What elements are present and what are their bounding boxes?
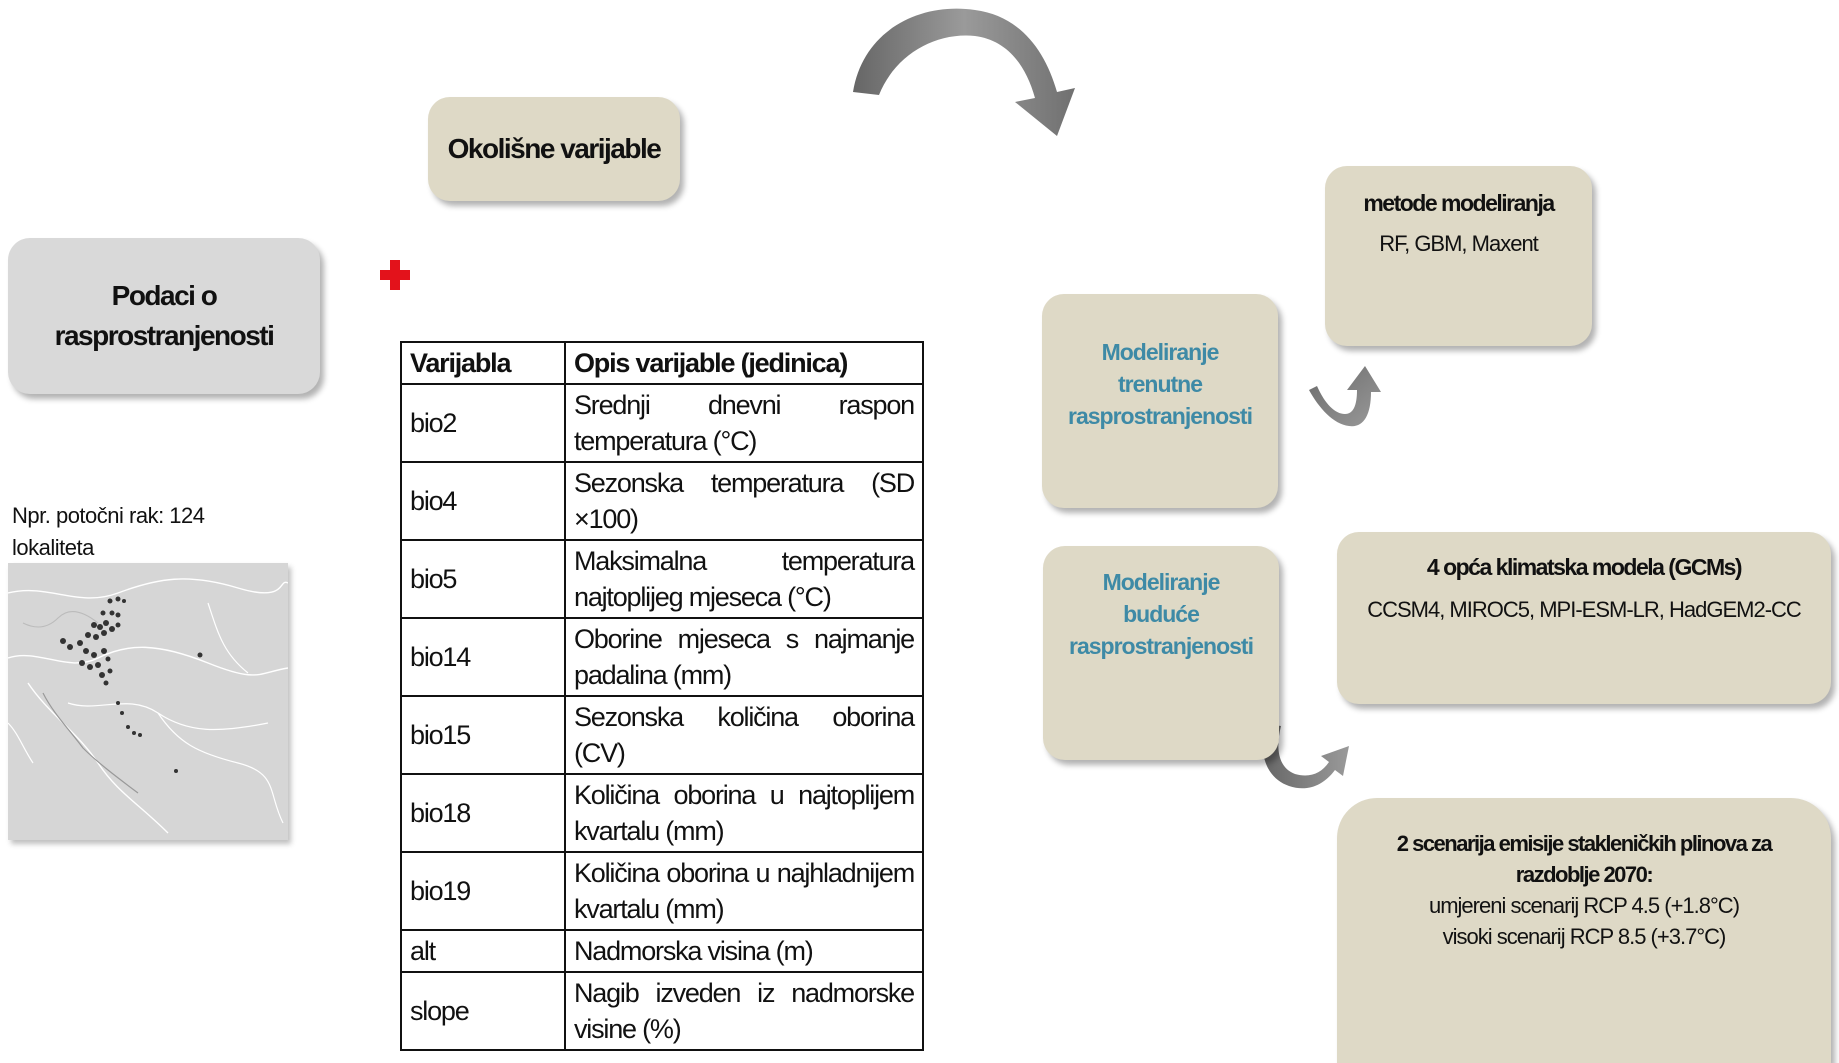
- variable-description: Maksimalna temperatura najtoplijeg mjese…: [564, 539, 924, 619]
- future-distribution-modelling-box: Modeliranje buduće rasprostranjenosti: [1043, 546, 1279, 760]
- variable-code: bio19: [400, 851, 566, 931]
- modelling-methods-title: metode modeliranja: [1363, 190, 1555, 216]
- variable-code: bio15: [400, 695, 566, 775]
- current-modelling-line2: trenutne: [1118, 371, 1203, 397]
- table-header-row: Varijabla Opis varijable (jedinica): [400, 341, 924, 385]
- table-row: bio5 Maksimalna temperatura najtoplijeg …: [400, 539, 924, 619]
- example-label-line1: Npr. potočni rak: 124: [12, 503, 205, 528]
- variable-description: Nadmorska visina (m): [564, 929, 924, 973]
- variable-description: Količina oborina u najtoplijem kvartalu …: [564, 773, 924, 853]
- variable-code: alt: [400, 929, 566, 973]
- future-modelling-line1: Modeliranje: [1102, 569, 1221, 595]
- emission-scenario-box: 2 scenarija emisije stakleničkih plinova…: [1337, 798, 1831, 1063]
- variable-description: Srednji dnevni raspon temperatura (°C): [564, 383, 924, 463]
- future-modelling-line2: buduće: [1123, 601, 1200, 627]
- variable-description: Sezonska količina oborina (CV): [564, 695, 924, 775]
- gcm-title: 4 opća klimatska modela (GCMs): [1426, 554, 1743, 580]
- table-row: bio4 Sezonska temperatura (SD ×100): [400, 461, 924, 541]
- distribution-data-title-line2: rasprostranjenosti: [54, 320, 275, 351]
- environmental-variables-box: Okolišne varijable: [428, 97, 680, 201]
- variables-table: Varijabla Opis varijable (jedinica) bio2…: [400, 341, 924, 1051]
- curved-arrow-icon: [1262, 724, 1349, 789]
- table-row: bio2 Srednji dnevni raspon temperatura (…: [400, 383, 924, 463]
- current-modelling-line1: Modeliranje: [1101, 339, 1220, 365]
- variable-code: bio5: [400, 539, 566, 619]
- modelling-methods-list: RF, GBM, Maxent: [1379, 231, 1539, 256]
- variable-code: bio14: [400, 617, 566, 697]
- example-label: Npr. potočni rak: 124 lokaliteta: [12, 500, 212, 564]
- example-label-line2: lokaliteta: [12, 535, 94, 560]
- environmental-variables-title: Okolišne varijable: [447, 133, 662, 164]
- current-modelling-line3: rasprostranjenosti: [1068, 403, 1253, 429]
- header-variable: Varijabla: [400, 341, 566, 385]
- variable-code: bio18: [400, 773, 566, 853]
- header-description: Opis varijable (jedinica): [564, 341, 924, 385]
- gcm-models: CCSM4, MIROC5, MPI-ESM-LR, HadGEM2-CC: [1367, 597, 1802, 622]
- gcm-box: 4 opća klimatska modela (GCMs) CCSM4, MI…: [1337, 532, 1831, 704]
- variable-description: Nagib izveden iz nadmorske visine (%): [564, 971, 924, 1051]
- current-distribution-modelling-box: Modeliranje trenutne rasprostranjenosti: [1042, 294, 1278, 508]
- variable-code: bio2: [400, 383, 566, 463]
- distribution-data-title-line1: Podaci o: [111, 280, 218, 311]
- scenario-title: 2 scenarija emisije stakleničkih plinova…: [1396, 831, 1773, 887]
- table-row: bio15 Sezonska količina oborina (CV): [400, 695, 924, 775]
- modelling-methods-box: metode modeliranja RF, GBM, Maxent: [1325, 166, 1592, 346]
- scenario-high: visoki scenarij RCP 8.5 (+3.7°C): [1442, 924, 1727, 949]
- table-row: slope Nagib izveden iz nadmorske visine …: [400, 971, 924, 1051]
- curved-arrow-icon: [853, 8, 1075, 136]
- table-row: alt Nadmorska visina (m): [400, 929, 924, 973]
- future-modelling-line3: rasprostranjenosti: [1069, 633, 1254, 659]
- variable-code: slope: [400, 971, 566, 1051]
- table-row: bio19 Količina oborina u najhladnijem kv…: [400, 851, 924, 931]
- variable-code: bio4: [400, 461, 566, 541]
- distribution-data-box: Podaci o rasprostranjenosti: [8, 238, 320, 394]
- variable-description: Količina oborina u najhladnijem kvartalu…: [564, 851, 924, 931]
- scenario-moderate: umjereni scenarij RCP 4.5 (+1.8°C): [1428, 893, 1740, 918]
- curved-arrow-icon: [1309, 366, 1381, 427]
- table-row: bio18 Količina oborina u najtoplijem kva…: [400, 773, 924, 853]
- variable-description: Oborine mjeseca s najmanje padalina (mm): [564, 617, 924, 697]
- variable-description: Sezonska temperatura (SD ×100): [564, 461, 924, 541]
- table-row: bio14 Oborine mjeseca s najmanje padalin…: [400, 617, 924, 697]
- map-image: [8, 563, 288, 840]
- plus-icon: [380, 260, 410, 290]
